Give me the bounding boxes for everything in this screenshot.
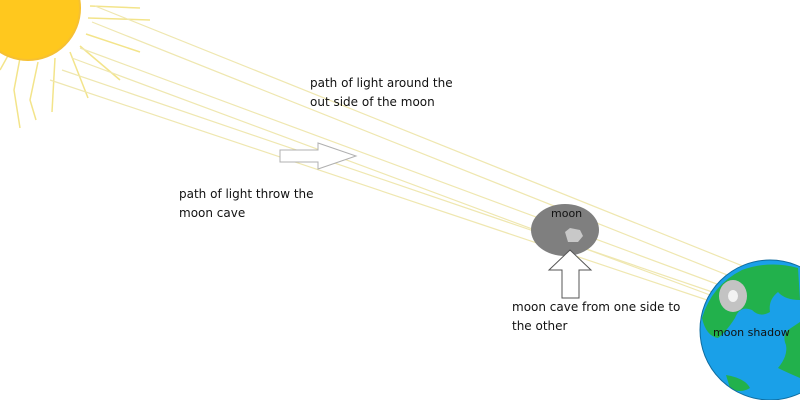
earth-land <box>778 322 800 378</box>
path-through-line1: path of light throw the <box>179 187 314 201</box>
moon-cave <box>565 228 583 242</box>
light-path-line <box>71 57 746 309</box>
path-through-label: path of light throw the moon cave <box>179 185 314 223</box>
sun <box>0 0 151 129</box>
moon-label: moon <box>551 207 583 220</box>
sun-glow <box>0 0 81 61</box>
earth <box>699 259 800 400</box>
light-path-line <box>49 79 726 307</box>
sun-rays <box>0 5 151 129</box>
path-around-line1: path of light around the <box>310 76 453 90</box>
path-through-line2: moon cave <box>179 206 246 220</box>
up-arrow-icon <box>547 249 593 299</box>
moon-cave-label: moon cave from one side to the other <box>512 298 680 336</box>
moon-cave-line2: the other <box>512 319 568 333</box>
path-around-label: path of light around the out side of the… <box>310 74 453 112</box>
light-paths <box>49 5 791 309</box>
path-around-line2: out side of the moon <box>310 95 435 109</box>
light-path-line <box>61 69 731 299</box>
earth-land <box>726 375 750 391</box>
sun-disc <box>0 0 80 60</box>
moon-body <box>531 204 599 256</box>
moon <box>531 204 599 256</box>
right-arrow-icon <box>279 142 358 170</box>
earth-outline <box>699 259 800 400</box>
light-path-line <box>79 47 761 301</box>
moon-shadow-light-spot <box>728 290 738 302</box>
light-path-line <box>94 5 791 286</box>
moon-shadow-label: moon shadow <box>713 326 790 339</box>
light-path-line <box>91 21 786 299</box>
moon-cave-line1: moon cave from one side to <box>512 300 681 314</box>
